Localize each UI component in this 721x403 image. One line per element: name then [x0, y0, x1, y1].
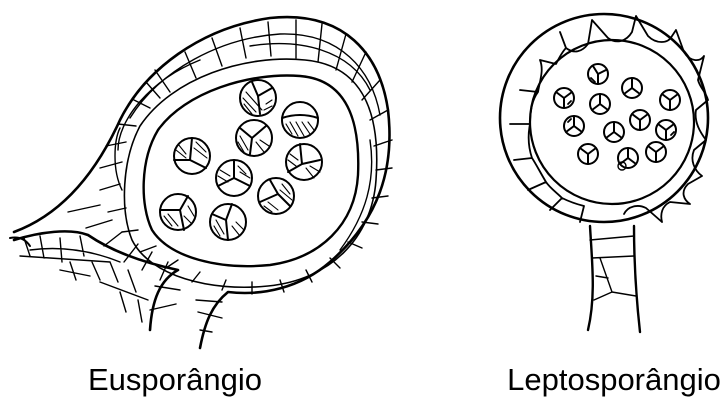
leptosporangium-spores [554, 64, 680, 170]
lep-spore [590, 94, 610, 114]
lep-spore [618, 148, 638, 168]
eu-spore [160, 194, 196, 230]
eu-spore [240, 80, 276, 116]
eusporangium-label: Eusporângio [35, 362, 315, 398]
lep-spore [622, 78, 642, 98]
eu-spore [258, 178, 294, 214]
eu-spore [236, 120, 272, 156]
leptosporangium-illustration [500, 14, 708, 332]
eusporangium-illustration [10, 17, 392, 348]
eu-spore [174, 138, 210, 174]
eu-spore [282, 102, 318, 138]
eu-spore [210, 204, 246, 240]
lep-spore [646, 142, 666, 162]
lep-spore [578, 144, 598, 164]
lep-spore [588, 64, 608, 84]
eu-spore [286, 144, 322, 180]
lep-spore [656, 120, 676, 140]
lep-spore [554, 88, 574, 108]
lep-spore [630, 110, 650, 130]
lep-spore [660, 90, 680, 110]
leptosporangium-label: Leptosporângio [474, 362, 721, 398]
leptosporangium-capsule [500, 14, 708, 222]
leptosporangium-stalk [588, 226, 640, 332]
lep-spore [564, 116, 584, 136]
eu-spore [216, 160, 252, 196]
lep-spore [604, 122, 624, 142]
sporangia-diagram [0, 0, 721, 360]
